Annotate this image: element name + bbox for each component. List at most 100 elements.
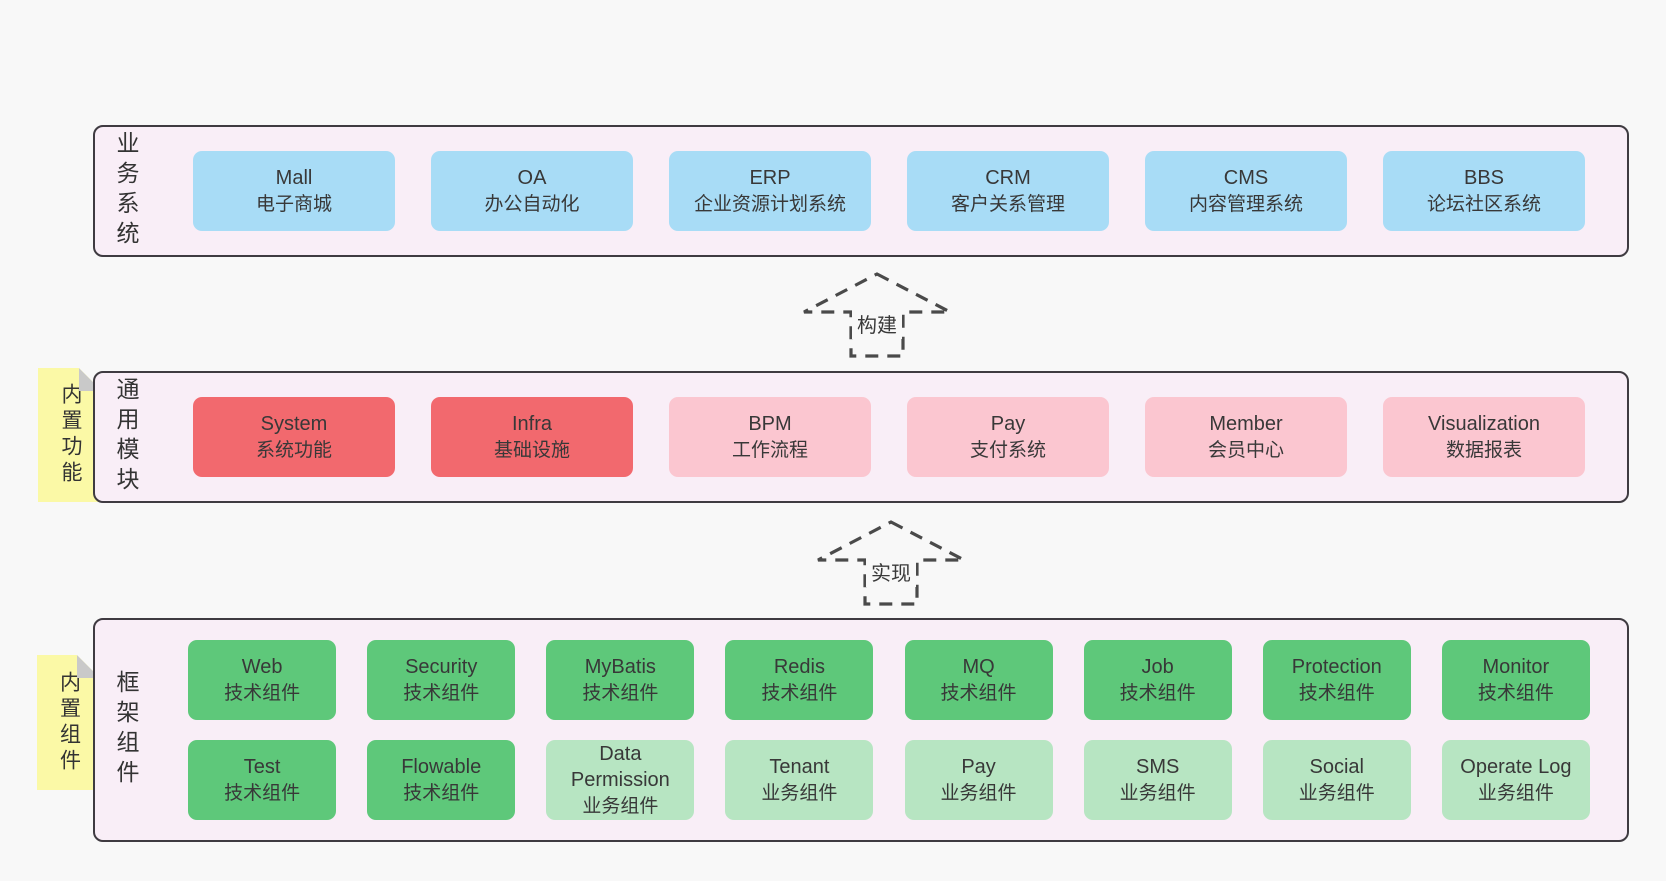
box-desc: 办公自动化 (484, 193, 580, 215)
box-data-permission: Data Permission 业务组件 (546, 740, 695, 820)
band-common-modules: 通用模块 System 系统功能 Infra 基础设施 BPM 工作流程 Pay… (93, 371, 1629, 503)
box-desc: 技术组件 (224, 782, 301, 804)
box-desc: 技术组件 (403, 682, 480, 704)
box-name: Monitor (1482, 656, 1550, 679)
box-security: Security 技术组件 (367, 640, 516, 720)
box-name: Redis (773, 656, 825, 679)
box-name: CMS (1223, 167, 1269, 190)
up-arrow-icon (803, 272, 951, 358)
arrow-implement: 实现 (816, 520, 966, 606)
box-desc: 技术组件 (1298, 682, 1375, 704)
box-name: Test (243, 756, 281, 779)
box-name: Pay (961, 756, 996, 779)
box-protection: Protection 技术组件 (1262, 640, 1411, 720)
box-desc: 业务组件 (1119, 782, 1196, 804)
box-name: MQ (962, 656, 995, 679)
box-name: Job (1141, 656, 1174, 679)
box-name: Data Permission (570, 743, 670, 792)
box-desc: 技术组件 (1119, 682, 1196, 704)
band-framework-components: 框架组件 Web 技术组件 Security 技术组件 MyBatis 技术组件… (93, 618, 1629, 842)
box-desc: 支付系统 (969, 439, 1046, 461)
box-desc: 系统功能 (255, 439, 332, 461)
box-desc: 客户关系管理 (950, 193, 1065, 215)
box-desc: 技术组件 (761, 682, 838, 704)
box-name: Protection (1291, 656, 1382, 679)
box-desc: 业务组件 (761, 782, 838, 804)
box-name: Tenant (769, 756, 830, 779)
box-desc: 论坛社区系统 (1426, 193, 1541, 215)
box-name: SMS (1135, 756, 1180, 779)
box-visualization: Visualization 数据报表 (1383, 397, 1585, 477)
box-social: Social 业务组件 (1262, 740, 1411, 820)
box-mq: MQ 技术组件 (904, 640, 1053, 720)
box-name: Operate Log (1460, 756, 1572, 779)
box-web: Web 技术组件 (188, 640, 337, 720)
box-desc: 企业资源计划系统 (693, 193, 846, 215)
box-operate-log: Operate Log 业务组件 (1441, 740, 1590, 820)
box-name: OA (517, 167, 547, 190)
box-name: MyBatis (584, 656, 656, 679)
box-crm: CRM 客户关系管理 (907, 151, 1109, 231)
arrow-label: 构建 (852, 308, 902, 339)
box-member: Member 会员中心 (1145, 397, 1347, 477)
arrow-label: 实现 (866, 556, 916, 587)
sticky-note-builtin-features: 内置功能 (38, 368, 102, 502)
box-name: Pay (990, 413, 1026, 436)
sticky-note-label: 内置功能 (59, 383, 82, 487)
box-bbs: BBS 论坛社区系统 (1383, 151, 1585, 231)
band-title: 业务系统 (113, 131, 139, 251)
band-title: 通用模块 (113, 377, 139, 497)
box-sms: SMS 业务组件 (1083, 740, 1232, 820)
sticky-note-label: 内置组件 (57, 670, 81, 775)
box-desc: 内容管理系统 (1188, 193, 1303, 215)
box-desc: 业务组件 (1298, 782, 1375, 804)
band-business-systems: 业务系统 Mall 电子商城 OA 办公自动化 ERP 企业资源计划系统 CRM… (93, 125, 1629, 257)
box-cms: CMS 内容管理系统 (1145, 151, 1347, 231)
box-name: Social (1309, 756, 1364, 779)
box-erp: ERP 企业资源计划系统 (669, 151, 871, 231)
box-name: System (260, 413, 328, 436)
box-desc: 数据报表 (1445, 439, 1522, 461)
box-desc: 技术组件 (940, 682, 1017, 704)
box-name: CRM (985, 167, 1031, 190)
box-desc: 业务组件 (940, 782, 1017, 804)
box-name: Flowable (401, 756, 482, 779)
box-name: Member (1209, 413, 1283, 436)
box-desc: 技术组件 (403, 782, 480, 804)
box-name: Security (405, 656, 478, 679)
box-monitor: Monitor 技术组件 (1441, 640, 1590, 720)
box-desc: 基础设施 (493, 439, 570, 461)
box-test: Test 技术组件 (188, 740, 337, 820)
box-desc: 技术组件 (582, 682, 659, 704)
sticky-note-builtin-components: 内置组件 (37, 655, 100, 790)
box-job: Job 技术组件 (1083, 640, 1232, 720)
box-name: BPM (748, 413, 792, 436)
box-tenant: Tenant 业务组件 (725, 740, 874, 820)
box-desc: 电子商城 (255, 193, 332, 215)
box-desc: 技术组件 (1477, 682, 1554, 704)
box-pay: Pay 支付系统 (907, 397, 1109, 477)
box-mybatis: MyBatis 技术组件 (546, 640, 695, 720)
box-name: BBS (1463, 167, 1505, 190)
box-system: System 系统功能 (193, 397, 395, 477)
box-desc: 技术组件 (224, 682, 301, 704)
box-bpm: BPM 工作流程 (669, 397, 871, 477)
box-name: ERP (749, 167, 791, 190)
box-name: Infra (511, 413, 553, 436)
box-oa: OA 办公自动化 (431, 151, 633, 231)
box-redis: Redis 技术组件 (725, 640, 874, 720)
up-arrow-icon (817, 520, 965, 606)
box-name: Web (241, 656, 283, 679)
box-name: Visualization (1428, 413, 1540, 436)
box-infra: Infra 基础设施 (431, 397, 633, 477)
box-pay-business: Pay 业务组件 (904, 740, 1053, 820)
arrow-build: 构建 (802, 272, 952, 358)
box-mall: Mall 电子商城 (193, 151, 395, 231)
box-desc: 业务组件 (1477, 782, 1554, 804)
box-name: Mall (275, 167, 313, 190)
box-desc: 业务组件 (582, 795, 659, 817)
band-title: 框架组件 (113, 670, 139, 790)
box-desc: 工作流程 (731, 439, 808, 461)
box-flowable: Flowable 技术组件 (367, 740, 516, 820)
